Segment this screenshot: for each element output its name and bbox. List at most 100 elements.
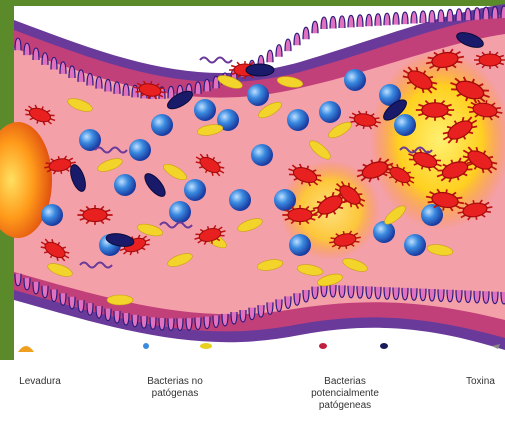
villus (321, 17, 327, 29)
villus (285, 39, 291, 51)
nonpathogenic-bacterium-blue (247, 84, 269, 106)
villus (276, 299, 282, 311)
nonpathogenic-bacterium-blue (404, 234, 426, 256)
villus (51, 57, 57, 69)
villus (366, 14, 372, 26)
villus (447, 290, 453, 302)
nonpathogenic-bacterium-yellow (107, 295, 133, 305)
villus (105, 79, 111, 91)
cell-body (422, 103, 448, 117)
villus (249, 308, 255, 320)
villus (330, 17, 336, 29)
villus (204, 79, 210, 91)
villus (132, 315, 138, 327)
nonpathogenic-bacterium-blue (251, 144, 273, 166)
villus (312, 287, 318, 299)
nonpathogenic-bacterium-blue (319, 101, 341, 123)
villus (429, 289, 435, 301)
villus (222, 314, 228, 326)
villus (411, 288, 417, 300)
pathogenic-bacterium-navy (246, 64, 274, 76)
legend-line: patógenas (132, 388, 218, 400)
villus (96, 77, 102, 89)
legend-label-levadura: Levadura (12, 376, 68, 388)
nonpathogenic-bacterium-blue (373, 221, 395, 243)
villus (303, 27, 309, 39)
villus (348, 286, 354, 298)
legend-label-toxinas: Toxina (466, 376, 505, 388)
frame-top (0, 0, 505, 6)
villus (294, 293, 300, 305)
villus (465, 8, 471, 20)
villus (24, 278, 30, 290)
villus (294, 33, 300, 45)
villus (438, 289, 444, 301)
villus (357, 286, 363, 298)
villus (465, 290, 471, 302)
villus (456, 9, 462, 21)
villus (33, 48, 39, 60)
villus (69, 297, 75, 309)
villus (483, 291, 489, 303)
villus (429, 10, 435, 22)
nonpathogenic-bacterium-blue (421, 204, 443, 226)
villus (393, 13, 399, 25)
villus (177, 318, 183, 330)
villus (339, 285, 345, 297)
villus (456, 290, 462, 302)
villus (375, 287, 381, 299)
villus (375, 14, 381, 26)
nonpathogenic-bacterium-blue (289, 234, 311, 256)
villus (51, 290, 57, 302)
legend-line: potencialmente (300, 388, 390, 400)
villus (276, 45, 282, 57)
legend-label-bacterias-no-patogenas: Bacterias no patógenas (132, 376, 218, 400)
nonpathogenic-bacterium-blue (194, 99, 216, 121)
legend-line: Bacterias (300, 376, 390, 388)
legend-yellow-bacteria-icon (200, 343, 212, 349)
villus (321, 285, 327, 297)
villus (78, 70, 84, 82)
villus (15, 274, 21, 286)
villus (312, 21, 318, 33)
villus (204, 317, 210, 329)
nonpathogenic-bacterium-blue (41, 204, 63, 226)
villus (87, 303, 93, 315)
nonpathogenic-bacterium-blue (344, 69, 366, 91)
villus (87, 73, 93, 85)
villus (492, 7, 498, 19)
villus (285, 296, 291, 308)
villus (438, 10, 444, 22)
legend-line: patógeneas (300, 400, 390, 412)
nonpathogenic-bacterium-blue (129, 139, 151, 161)
villus (168, 318, 174, 330)
villus (168, 86, 174, 98)
villus (492, 292, 498, 304)
villus (483, 7, 489, 19)
legend-line: Bacterias no (132, 376, 218, 388)
nonpathogenic-bacterium-blue (114, 174, 136, 196)
villus (267, 50, 273, 62)
villus (159, 318, 165, 330)
villus (357, 15, 363, 27)
villus (15, 38, 21, 50)
villus (393, 288, 399, 300)
villus (78, 300, 84, 312)
villus (123, 84, 129, 96)
villus (186, 318, 192, 330)
villus (501, 292, 505, 304)
legend-red-pathogen-icon (319, 343, 327, 349)
nonpathogenic-bacterium-blue (229, 189, 251, 211)
cell-body (479, 54, 501, 66)
villus (384, 13, 390, 25)
villus (474, 8, 480, 20)
villus (303, 290, 309, 302)
villus (420, 11, 426, 23)
cell-body (288, 208, 312, 221)
villus (501, 6, 505, 18)
villus (447, 9, 453, 21)
nonpathogenic-bacterium-blue (394, 114, 416, 136)
villus (420, 289, 426, 301)
